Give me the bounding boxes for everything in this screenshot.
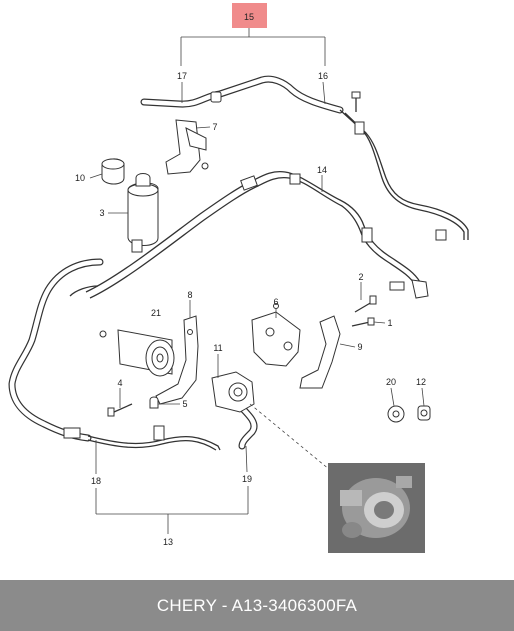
hose-clip [149,396,159,409]
bolt-part [351,91,361,112]
callout-21: 21 [151,308,161,318]
pump-photo-inset [328,463,425,553]
lower-bracket [299,315,341,389]
callout-11: 11 [213,343,222,353]
leader-lines [89,81,425,474]
reservoir-bracket [165,119,209,175]
sleeve-part [417,405,431,421]
reservoir-cap [101,158,125,185]
callout-18: 18 [91,476,101,486]
pump-mounting-bracket [155,315,199,405]
power-steering-pump [211,371,255,413]
callout-14: 14 [317,165,327,175]
suction-hose [236,402,258,450]
exploded-parts-diagram: 15 17 16 7 10 3 14 2 1 8 6 21 9 11 4 5 2… [8,3,469,553]
pump-pulley [99,329,175,377]
group-bracket-top [180,28,326,66]
highlighted-callout-box [232,3,267,28]
return-hose-upper [140,75,469,241]
callout-17: 17 [177,71,187,81]
part-number-caption: CHERY - A13-3406300FA [156,595,358,615]
return-pipe-lower [8,258,221,451]
callout-6: 6 [273,297,278,307]
photo-pointer-line [249,403,331,471]
callout-12: 12 [416,377,426,387]
bolt-short [351,317,375,327]
callout-13: 13 [163,537,173,547]
callout-9: 9 [357,342,362,352]
callout-8: 8 [187,290,192,300]
callout-16: 16 [318,71,328,81]
callout-5: 5 [182,399,187,409]
callout-20: 20 [386,377,396,387]
pump-support-bracket [251,303,301,367]
callout-15: 15 [244,12,254,22]
bolt-long [354,295,377,313]
fluid-reservoir [127,173,159,253]
callout-4: 4 [117,378,122,388]
callout-7: 7 [212,122,217,132]
bushing-part [387,405,405,423]
callout-3: 3 [99,208,104,218]
callout-19: 19 [242,474,252,484]
mounting-bolt [107,403,133,417]
callout-10: 10 [75,173,85,183]
callout-1: 1 [387,318,392,328]
group-bracket-bottom [95,486,249,534]
callout-2: 2 [358,272,363,282]
pressure-pipe-main [85,170,429,299]
part-number-footer: CHERY - A13-3406300FA [0,580,514,631]
